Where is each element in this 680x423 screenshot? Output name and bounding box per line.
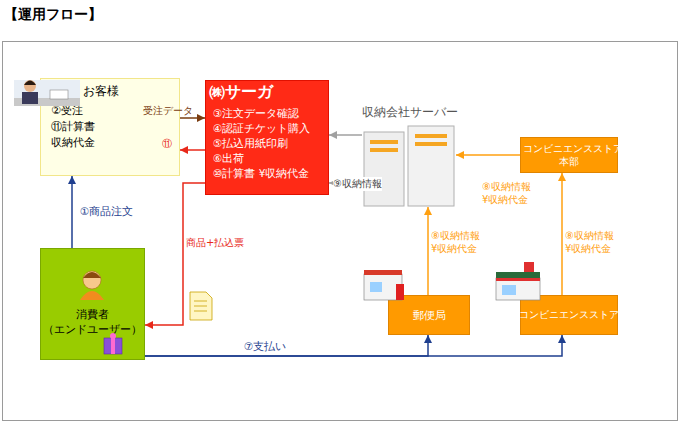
edge-label: 受注データ — [143, 104, 193, 118]
drive-slot — [415, 142, 447, 146]
ribbon — [111, 338, 115, 354]
server-tower — [408, 126, 454, 206]
flow-arrow — [145, 335, 428, 356]
node-heading: コンビニエンスストア — [519, 309, 619, 322]
server-node: 収納会社サーバー — [362, 104, 456, 207]
node-heading: 収納会社サーバー — [362, 104, 458, 121]
node-heading: ㈱サーガ — [209, 82, 273, 103]
store-hq-box: コンビニエンスストア 本部 — [520, 137, 618, 173]
gift-icon — [104, 333, 122, 354]
text-line — [194, 306, 207, 307]
text-line — [194, 311, 207, 312]
pole-sign — [524, 262, 534, 272]
flow-arrow — [456, 154, 520, 156]
customer-box: お客様②受注⑪計算書 収納代金 — [40, 78, 180, 176]
node-text: ⑥出荷 — [213, 152, 244, 166]
node-heading: お客様 — [83, 83, 119, 100]
desk — [14, 98, 80, 106]
head — [83, 271, 101, 289]
edge-label: ⑨収納情報 — [333, 177, 382, 191]
edge-label: ⑧収納情報 ¥収納代金 — [482, 180, 544, 206]
body — [80, 291, 104, 300]
bow — [110, 333, 116, 339]
hair — [24, 81, 36, 86]
node-text: ④認証チケット購入 — [213, 122, 310, 136]
consumer-box: 消費者 （エンドユーザー） — [40, 248, 145, 360]
flow-arrow — [561, 173, 563, 295]
roof — [364, 270, 402, 275]
drive-slot — [370, 148, 398, 152]
head — [24, 80, 36, 92]
company-box: ㈱サーガ ③注文データ確認④認証チケット購入⑤払込用紙印刷⑥出荷⑩計算書 ¥収納代… — [205, 80, 329, 195]
flow-arrow — [180, 149, 205, 151]
node-heading: 郵便局 — [413, 308, 446, 323]
sign — [496, 272, 540, 278]
building — [364, 274, 402, 300]
store-icon — [496, 262, 540, 300]
flow-arrow — [329, 134, 362, 136]
node-text: ③注文データ確認 — [213, 107, 299, 121]
server-tower — [364, 132, 404, 206]
icon-background — [14, 80, 80, 106]
flow-arrow — [71, 176, 73, 248]
window — [502, 285, 516, 295]
edge-label: ⑧収納情報 ¥収納代金 — [565, 229, 627, 255]
drive-slot — [370, 140, 398, 144]
post-office-box: 郵便局 — [388, 295, 470, 335]
edge-label: ⑪ — [162, 137, 172, 151]
title-holder: 【運用フロー】 — [4, 6, 102, 24]
consumer-icon — [80, 271, 104, 300]
paper — [190, 292, 212, 320]
drive-slot — [415, 134, 447, 138]
building — [496, 278, 540, 300]
monitor — [50, 90, 68, 99]
node-heading: コンビニエンスストア 本部 — [523, 142, 615, 168]
text-line — [194, 301, 207, 302]
flow-arrow — [145, 183, 205, 325]
body — [22, 92, 38, 104]
edge-label: ⑦支払い — [244, 340, 286, 354]
awning — [496, 278, 540, 281]
edge-label: ⑧収納情報 ¥収納代金 — [431, 229, 493, 255]
document-icon — [190, 292, 212, 320]
window — [370, 282, 382, 292]
post-office-icon — [364, 270, 404, 300]
flow-arrow — [180, 117, 205, 119]
flow-arrow — [427, 207, 429, 295]
node-text: ⑪計算書 収納代金 — [51, 119, 113, 151]
flow-arrow — [145, 335, 562, 356]
node-text: ⑩計算書 ¥収納代金 — [213, 167, 309, 181]
hair — [83, 272, 101, 278]
mailbox — [396, 284, 404, 300]
edge-label: 商品+払込票 — [186, 236, 244, 250]
edge-label: ①商品注文 — [80, 205, 133, 219]
diagram-title: 【運用フロー】 — [4, 6, 102, 24]
customer-icon — [14, 80, 80, 106]
node-heading: 消費者 （エンドユーザー） — [41, 307, 144, 337]
store-box: コンビニエンスストア — [520, 295, 618, 335]
node-text: ⑤払込用紙印刷 — [213, 137, 288, 151]
gift-box — [104, 338, 122, 354]
server-icon — [364, 126, 454, 206]
node-text: ②受注 — [51, 103, 83, 118]
outer-frame — [3, 42, 678, 421]
